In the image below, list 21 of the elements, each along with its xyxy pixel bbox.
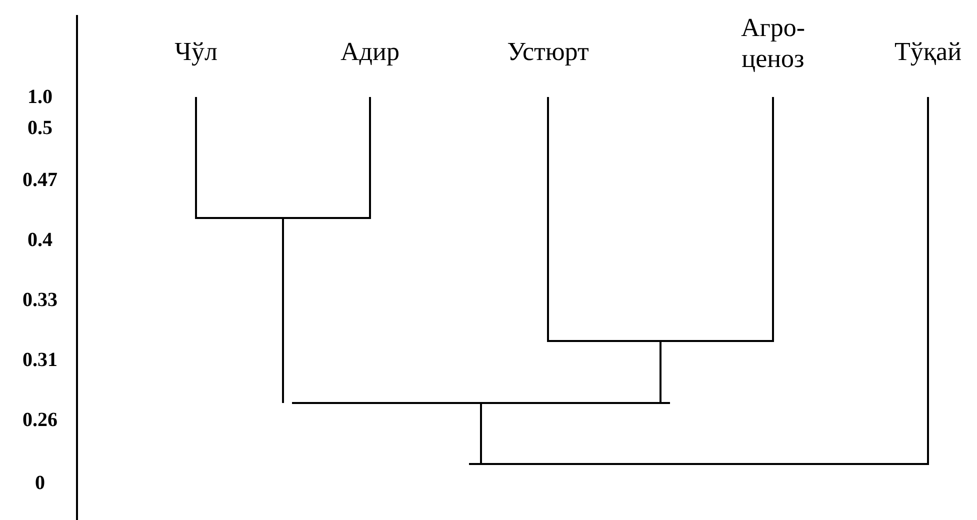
dendrogram-branch [480, 403, 482, 464]
dendrogram-branch [927, 97, 929, 464]
dendrogram-branch [772, 97, 774, 341]
axis-tick-label: 0.31 [22, 348, 58, 372]
axis-tick-label: 0.33 [22, 288, 58, 312]
axis-tick-label: 0.26 [22, 408, 58, 432]
axis-tick-label: 0.4 [26, 228, 54, 252]
axis-tick-label: 0.5 [26, 116, 54, 140]
axis-tick-label: 0.47 [22, 168, 58, 192]
dendrogram-branch [195, 97, 197, 218]
leaf-label: Тўқай [883, 36, 973, 67]
axis-tick-label: 1.0 [26, 85, 54, 109]
leaf-label: Адир [325, 36, 415, 67]
leaf-label: Чўл [156, 36, 236, 67]
dendrogram-branch [369, 97, 371, 218]
dendrogram-branch [547, 97, 549, 341]
axis-tick-label: 0 [34, 471, 46, 495]
leaf-label: Агро- ценоз [723, 12, 823, 74]
dendrogram-branch [282, 218, 284, 403]
dendrogram-branch [660, 341, 662, 403]
leaf-label: Устюрт [483, 36, 613, 67]
